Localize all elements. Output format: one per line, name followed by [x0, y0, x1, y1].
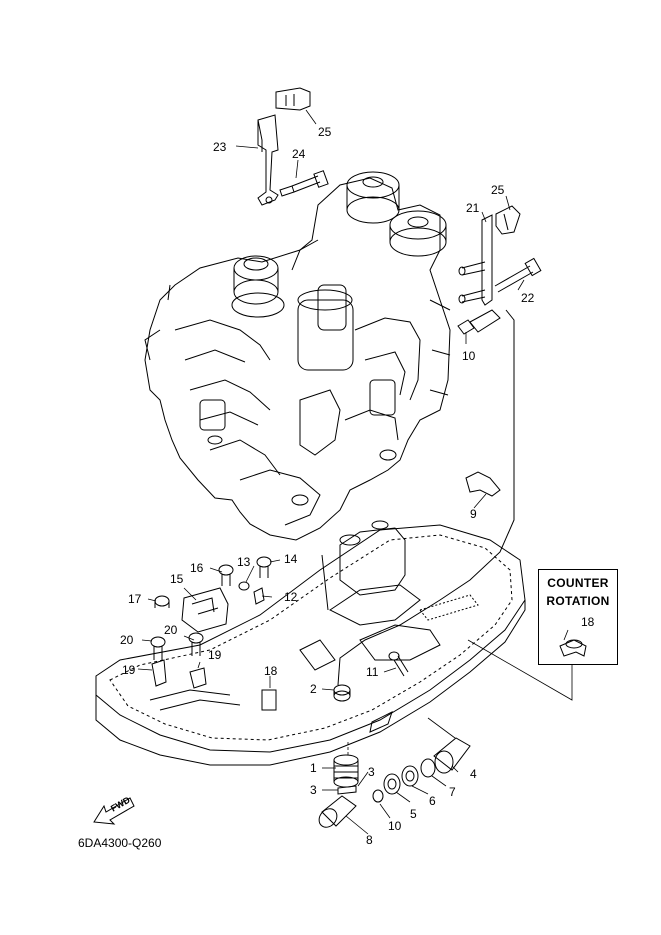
callout-15: 15	[170, 572, 184, 586]
callout-23: 23	[213, 140, 227, 154]
callout-17: 17	[128, 592, 142, 606]
callout-21: 21	[466, 201, 480, 215]
callout-3: 3	[310, 783, 317, 797]
counter-rotation-part-18	[559, 639, 587, 657]
callout-25: 25	[491, 183, 505, 197]
callout-7: 7	[449, 785, 456, 799]
callout-14: 14	[284, 552, 298, 566]
callout-13: 13	[237, 555, 251, 569]
callout-19: 19	[208, 648, 222, 662]
fwd-arrow	[93, 797, 135, 825]
hose-and-cable	[337, 309, 515, 686]
counter-rotation-box: COUNTER ROTATION 18	[538, 569, 618, 665]
bracket-21-assembly	[458, 205, 542, 306]
callout-10: 10	[388, 819, 402, 833]
leader-lines	[137, 109, 573, 835]
counter-rotation-callout-18: 18	[581, 615, 595, 629]
small-parts	[318, 651, 471, 828]
callout-18: 18	[264, 664, 278, 678]
callout-20: 20	[120, 633, 134, 647]
diagram-part-code: 6DA4300-Q260	[78, 836, 162, 850]
callout-16: 16	[190, 561, 204, 575]
callout-11: 11	[366, 665, 379, 679]
counter-rotation-line1: COUNTER	[547, 576, 609, 590]
callout-4: 4	[470, 767, 477, 781]
callout-24: 24	[292, 147, 306, 161]
callout-20: 20	[164, 623, 178, 637]
callout-25: 25	[318, 125, 332, 139]
callout-10: 10	[462, 349, 476, 363]
callout-9: 9	[470, 507, 477, 521]
callout-6: 6	[429, 794, 436, 808]
callout-22: 22	[521, 291, 535, 305]
callout-12: 12	[284, 590, 298, 604]
callout-1: 1	[310, 761, 317, 775]
callout-19: 19	[122, 663, 136, 677]
callout-5: 5	[410, 807, 417, 821]
left-bracket-parts	[150, 556, 272, 689]
bracket-23-assembly	[257, 87, 329, 206]
callout-8: 8	[366, 833, 373, 847]
counter-rotation-line2: ROTATION	[546, 594, 610, 608]
callout-2: 2	[310, 682, 317, 696]
bottom-cowling	[95, 520, 526, 766]
callout-3: 3	[368, 765, 375, 779]
engine-block	[144, 171, 451, 541]
